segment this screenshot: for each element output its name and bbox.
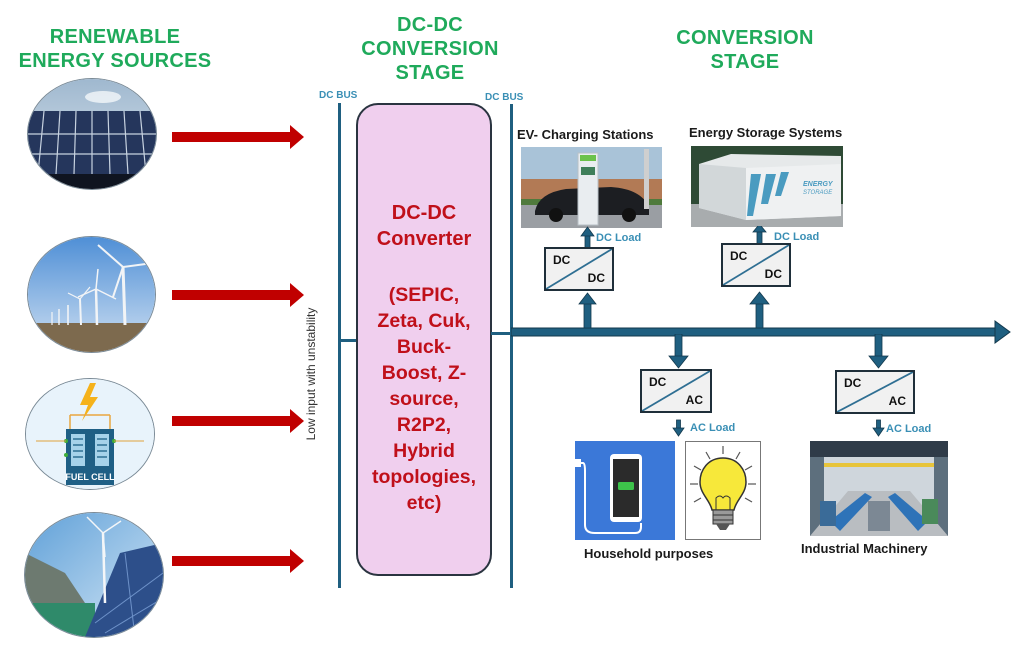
household-ac-load-label: AC Load xyxy=(690,422,736,434)
industrial-conv-output: AC xyxy=(888,394,906,408)
dc-bus-label-right: DC BUS xyxy=(485,92,524,103)
arrow-solar xyxy=(172,125,304,149)
storage-conv-input: DC xyxy=(730,249,748,263)
main-output-bus xyxy=(511,320,1011,344)
heading-conversion-stage: CONVERSION STAGE xyxy=(676,27,814,73)
fuel-cell-icon: FUEL CELL xyxy=(25,378,155,490)
storage-conv-output: DC xyxy=(764,267,782,281)
bus-connector-right xyxy=(491,332,511,335)
industrial-dc-ac-converter: DC AC xyxy=(835,370,915,414)
converter-title: DC-DC Converter xyxy=(376,202,472,250)
ev-dc-dc-converter: DC DC xyxy=(544,247,614,291)
storage-feed-arrows xyxy=(749,226,770,329)
storage-dc-load-label: DC Load xyxy=(774,231,820,243)
bus-connector-left xyxy=(340,339,358,342)
svg-text:STORAGE: STORAGE xyxy=(803,190,833,196)
ev-dc-load-label: DC Load xyxy=(596,232,642,244)
input-note: Low input with unstability xyxy=(304,307,318,441)
household-conv-output: AC xyxy=(685,393,703,407)
dc-bus-label-left: DC BUS xyxy=(319,90,358,101)
solar-panel-icon xyxy=(27,78,157,190)
household-dc-ac-converter: DC AC xyxy=(640,369,712,413)
wind-turbine-icon xyxy=(27,236,156,353)
dc-bus-right xyxy=(510,104,513,588)
household-title: Household purposes xyxy=(584,546,714,561)
storage-dc-dc-converter: DC DC xyxy=(721,243,791,287)
svg-text:ENERGY: ENERGY xyxy=(803,181,834,188)
household-conv-input: DC xyxy=(649,375,667,389)
phone-charging-image xyxy=(575,441,675,540)
ev-feed-arrows xyxy=(578,226,597,329)
ev-conv-input: DC xyxy=(553,253,571,267)
dc-bus-left xyxy=(338,103,341,588)
light-bulb-image xyxy=(685,441,761,540)
energy-storage-image: ENERGY STORAGE xyxy=(691,146,843,227)
industrial-conv-input: DC xyxy=(844,376,862,390)
ev-charging-image xyxy=(521,147,662,228)
converter-topologies: (SEPIC, Zeta, Cuk, Buck- Boost, Z- sourc… xyxy=(372,284,476,514)
arrow-wind xyxy=(172,283,304,307)
heading-dcdc-stage: DC-DC CONVERSION STAGE xyxy=(361,14,499,84)
energy-storage-title: Energy Storage Systems xyxy=(689,125,843,140)
ev-conv-output: DC xyxy=(587,271,605,285)
industrial-machinery-image xyxy=(810,441,948,536)
arrow-hybrid xyxy=(172,549,304,573)
source-arrows xyxy=(172,125,304,573)
industrial-title: Industrial Machinery xyxy=(801,541,928,556)
household-feed-arrows xyxy=(668,334,689,437)
industrial-feed-arrows xyxy=(868,334,889,437)
fuel-cell-label: FUEL CELL xyxy=(65,472,115,482)
heading-renewable-sources: RENEWABLE ENERGY SOURCES xyxy=(18,26,212,72)
ev-charging-title: EV- Charging Stations xyxy=(517,127,654,142)
industrial-ac-load-label: AC Load xyxy=(886,423,932,435)
hybrid-renewable-icon xyxy=(24,512,164,638)
dc-dc-converter-block xyxy=(356,103,492,576)
arrow-fuel-cell xyxy=(172,409,304,433)
